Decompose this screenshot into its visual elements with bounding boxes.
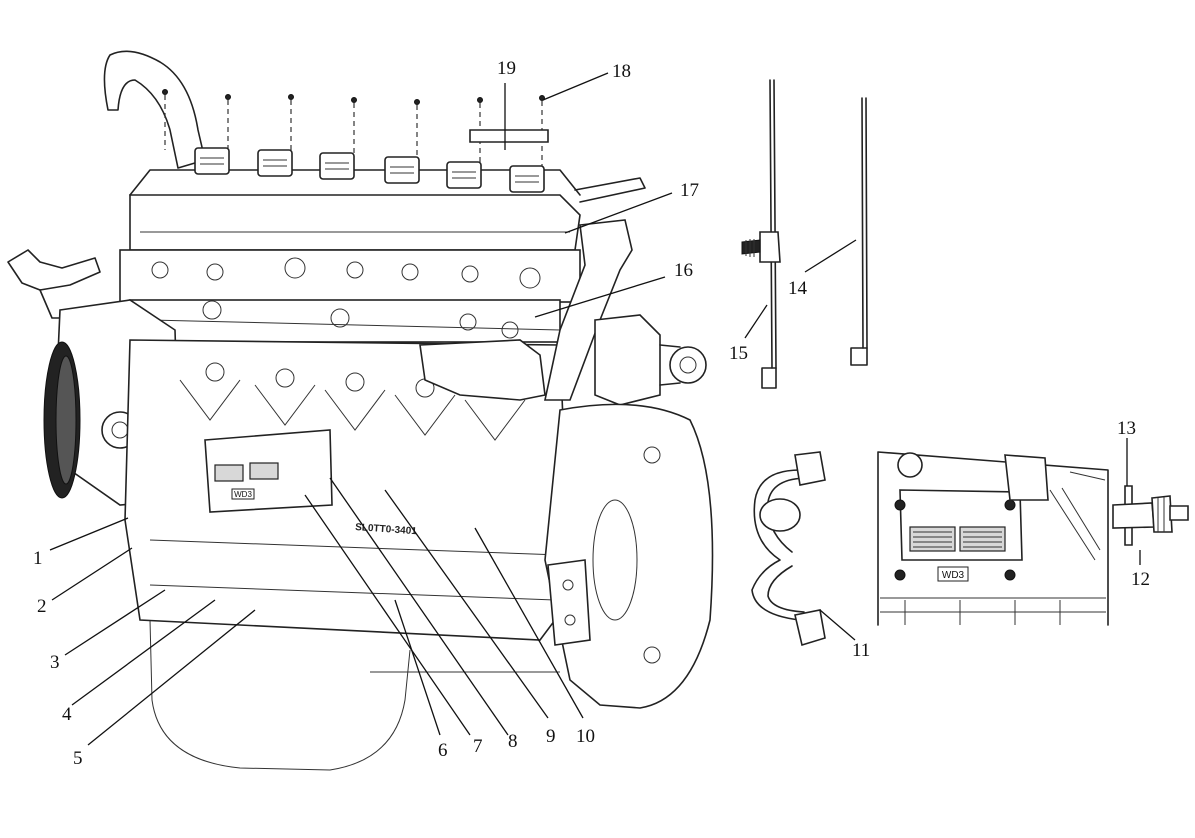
water-pipe [419, 339, 546, 401]
sensor-body [1112, 502, 1155, 529]
flywheel-housing [544, 403, 714, 709]
callout-7: 7 [473, 736, 483, 757]
callout-17: 17 [680, 180, 699, 201]
injector-caps [194, 147, 545, 193]
callout-14: 14 [788, 278, 808, 299]
callout-5: 5 [73, 748, 83, 769]
callout-3: 3 [50, 652, 60, 673]
callout-1: 1 [33, 548, 43, 569]
ecu-inset: WD3 [877, 451, 1109, 626]
callout-8: 8 [508, 731, 518, 752]
callout-16: 16 [674, 260, 693, 281]
callout-15: 15 [729, 343, 748, 364]
connector-harness [751, 451, 826, 647]
callout-11: 11 [852, 640, 870, 661]
callout-10: 10 [576, 726, 595, 747]
dipstick-parts [741, 79, 868, 389]
oil-pan-outline [149, 619, 411, 771]
dipstick-blade [861, 97, 868, 349]
callout-18: 18 [612, 61, 631, 82]
sensor-part [1112, 485, 1189, 546]
callout-numbers: 1 2 3 4 5 6 7 8 9 10 11 12 13 14 15 16 1… [33, 58, 1150, 769]
intake-pipe [7, 249, 101, 291]
turbo-housing [594, 314, 661, 406]
callout-4: 4 [62, 704, 72, 725]
callout-6: 6 [438, 740, 448, 761]
ecu-module-tag: WD3 [234, 490, 252, 499]
callout-2: 2 [37, 596, 47, 617]
inset-module-tag: WD3 [942, 570, 965, 581]
dipstick-tube [769, 79, 777, 369]
engine-assembly: WD3 SL0TT0-3401 [7, 50, 714, 771]
callout-19: 19 [497, 58, 516, 79]
valve-cover [129, 194, 581, 251]
callout-13: 13 [1117, 418, 1136, 439]
bracket-plate [469, 129, 549, 143]
callout-9: 9 [546, 726, 556, 747]
intake-elbow [103, 50, 206, 169]
engine-plate-marking: SL0TT0-3401 [355, 522, 418, 537]
leader-lines [49, 72, 1141, 746]
callout-12: 12 [1131, 569, 1150, 590]
